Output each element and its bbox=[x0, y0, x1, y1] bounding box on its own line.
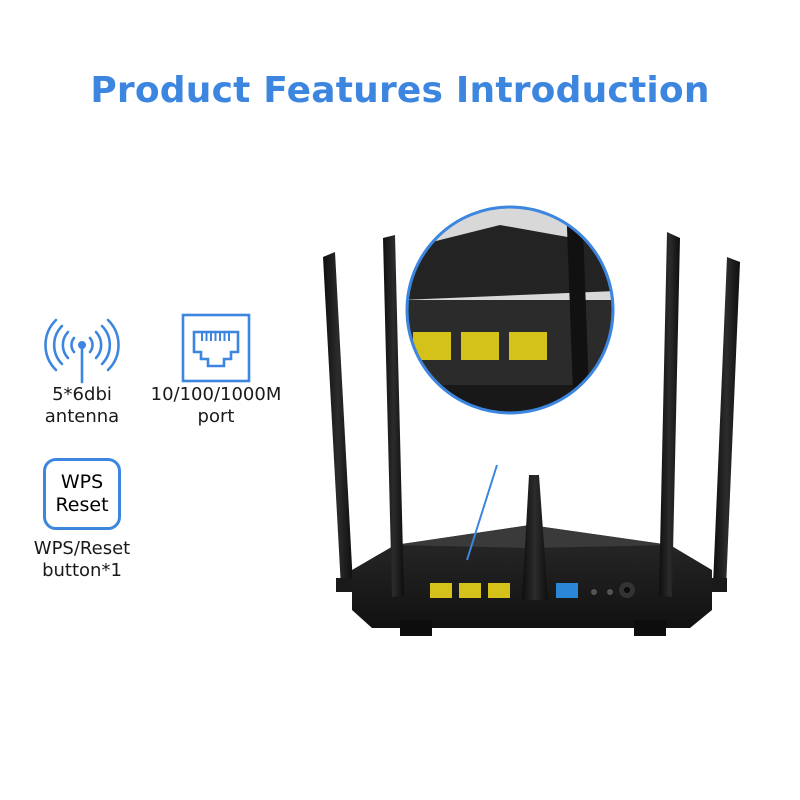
feature-wps-line-2: button*1 bbox=[42, 560, 122, 581]
antenna-right-inner bbox=[659, 232, 680, 597]
zoom-pointer-line bbox=[466, 464, 498, 561]
wps-badge-line-1: WPS bbox=[60, 471, 104, 493]
antenna-signal-icon bbox=[44, 318, 120, 384]
wps-badge-line-2: Reset bbox=[55, 494, 109, 516]
antenna-left-outer bbox=[323, 252, 353, 592]
feature-port-line-1: 10/100/1000M bbox=[150, 384, 282, 405]
lan-port-3 bbox=[488, 583, 510, 598]
wps-reset-hole bbox=[591, 589, 613, 595]
antenna-center bbox=[522, 475, 548, 600]
lan-port-2 bbox=[459, 583, 481, 598]
wan-port bbox=[556, 583, 578, 598]
page-title: Product Features Introduction bbox=[90, 70, 710, 111]
antenna-right-outer bbox=[711, 257, 740, 592]
wps-reset-button-icon: WPS Reset bbox=[43, 458, 121, 530]
antenna-left-inner bbox=[383, 235, 404, 597]
zoom-callout bbox=[405, 205, 615, 415]
feature-port: 10/100/1000M port bbox=[148, 312, 284, 428]
feature-antenna-line-1: 5*6dbi bbox=[52, 384, 112, 405]
feature-wps-label: WPS/Reset button*1 bbox=[22, 538, 142, 582]
feature-wps-reset: WPS Reset WPS/Reset button*1 bbox=[22, 458, 142, 582]
ethernet-port-icon bbox=[181, 313, 251, 383]
feature-antenna-line-2: antenna bbox=[44, 406, 120, 427]
power-jack bbox=[619, 582, 635, 598]
feature-wps-line-1: WPS/Reset bbox=[33, 538, 131, 559]
feature-antenna-label: 5*6dbi antenna bbox=[22, 384, 142, 428]
router-image bbox=[323, 205, 740, 636]
feature-port-label: 10/100/1000M port bbox=[148, 384, 284, 428]
feature-port-line-2: port bbox=[197, 406, 235, 427]
lan-port-1 bbox=[430, 583, 452, 598]
feature-antenna: 5*6dbi antenna bbox=[22, 312, 142, 428]
